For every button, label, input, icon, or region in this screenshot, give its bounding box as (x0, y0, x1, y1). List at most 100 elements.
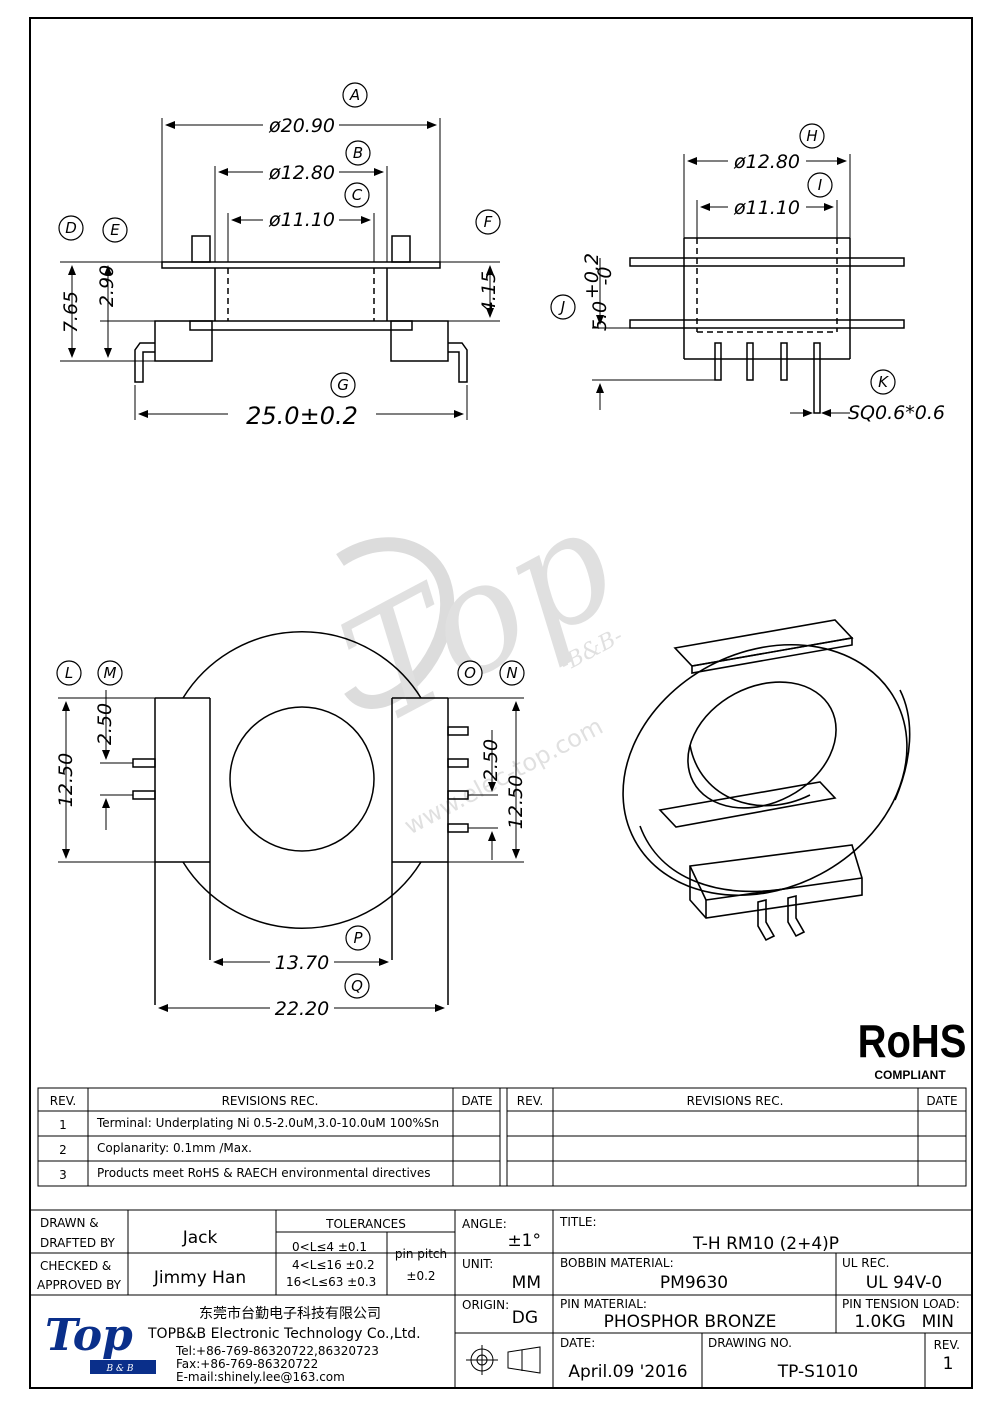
callouts (56, 82, 896, 999)
dim-g-value: 25.0±0.2 (246, 402, 358, 430)
date-header-left: DATE (461, 1094, 492, 1108)
drawing-border (29, 17, 973, 1389)
side-view-right (629, 237, 905, 414)
unit-value: MM (512, 1273, 541, 1293)
pin-material-label: PIN MATERIAL: (560, 1297, 647, 1311)
rev-row-1-num: 1 (59, 1118, 67, 1132)
angle-value: ±1° (507, 1231, 541, 1251)
isometric-view (622, 619, 911, 942)
company-email: E-mail:shinely.lee@163.com (176, 1370, 345, 1384)
drawing-no-value: TP-S1010 (777, 1362, 858, 1382)
callout-c: C (352, 186, 363, 204)
side-view-left (134, 235, 468, 383)
logo-text: Top (45, 1310, 133, 1361)
dim-l-value: 12.50 (55, 753, 77, 807)
rev-header-left: REV. (50, 1094, 76, 1108)
callout-i: I (818, 176, 823, 194)
dim-n-value: 12.50 (505, 775, 527, 829)
rev-row-1-text: Terminal: Underplating Ni 0.5-2.0uM,3.0-… (96, 1116, 439, 1130)
revisions-table (37, 1087, 967, 1187)
dim-e-value: 2.90 (96, 265, 118, 307)
drawn-by: Jack (182, 1228, 218, 1248)
approved-by: Jimmy Han (153, 1268, 246, 1288)
company-name-en: TOPB&B Electronic Technology Co.,Ltd. (147, 1326, 421, 1342)
part-title: T-H RM10 (2+4)P (692, 1234, 839, 1254)
drawn-label-1: DRAWN & (40, 1216, 99, 1230)
rec-header-right: REVISIONS REC. (687, 1094, 784, 1108)
callout-d: D (65, 219, 77, 237)
tol-range-3: 16<L≤63 ±0.3 (286, 1275, 376, 1289)
callout-o: O (464, 664, 476, 682)
bobbin-material-label: BOBBIN MATERIAL: (560, 1256, 674, 1270)
rev-row-3-num: 3 (59, 1168, 67, 1182)
pin-tension-value: 1.0KG (854, 1312, 905, 1332)
drawing-no-label: DRAWING NO. (708, 1336, 792, 1350)
callout-q: Q (351, 977, 363, 995)
tol-range-2: 4<L≤16 ±0.2 (292, 1258, 375, 1272)
angle-label: ANGLE: (462, 1217, 507, 1231)
dim-a-value: ø20.90 (268, 115, 335, 137)
dim-j-tol-upper: +0.2 (581, 253, 603, 299)
rohs-sub: COMPLIANT (874, 1068, 946, 1082)
callout-f: F (484, 213, 493, 231)
dim-m-value: 2.50 (94, 703, 116, 745)
rev-row-3-text: Products meet RoHS & RAECH environmental… (97, 1166, 431, 1180)
dim-j-tol-lower: -0 (594, 267, 616, 286)
callout-p: P (353, 929, 363, 947)
date-label: DATE: (560, 1336, 595, 1350)
pin-tension-label: PIN TENSION LOAD: (842, 1297, 960, 1311)
callout-a: A (349, 86, 360, 104)
dim-k-value: SQ0.6*0.6 (848, 402, 945, 424)
ul-rec-value: UL 94V-0 (866, 1273, 943, 1293)
callout-l: L (65, 664, 73, 682)
pin-material-value: PHOSPHOR BRONZE (604, 1312, 777, 1332)
callout-h: H (806, 127, 817, 145)
pin-pitch-value: ±0.2 (406, 1269, 435, 1283)
callout-b: B (353, 144, 363, 162)
origin-value: DG (512, 1308, 538, 1328)
callout-e: E (110, 221, 120, 239)
rev-header-right: REV. (517, 1094, 543, 1108)
callout-k: K (878, 373, 889, 391)
company-logo: Top B & B (44, 1300, 156, 1380)
company-tel: Tel:+86-769-86320722,86320723 (175, 1344, 379, 1358)
dim-j-value: 5.0 (589, 301, 611, 331)
checked-label-1: CHECKED & (40, 1259, 111, 1273)
logo-sub: B & B (106, 1364, 134, 1374)
pin-pitch-label: pin pitch (395, 1247, 447, 1261)
dim-o-value: 2.50 (480, 739, 502, 781)
rev-row-2-text: Coplanarity: 0.1mm /Max. (97, 1141, 252, 1155)
dim-q-value: 22.20 (275, 998, 329, 1020)
origin-label: ORIGIN: (462, 1298, 509, 1312)
tolerances-label: TOLERANCES (325, 1217, 406, 1231)
dim-h-value: ø12.80 (733, 151, 800, 173)
bobbin-material-value: PM9630 (660, 1273, 728, 1293)
callout-n: N (506, 664, 517, 682)
top-view (132, 631, 469, 1005)
callout-g: G (337, 376, 349, 394)
ul-rec-label: UL REC. (842, 1256, 889, 1270)
title-label: TITLE: (559, 1215, 597, 1229)
dim-i-value: ø11.10 (733, 197, 800, 219)
pin-tension-unit: MIN (922, 1312, 954, 1332)
unit-label: UNIT: (462, 1257, 493, 1271)
tol-range-1: 0<L≤4 ±0.1 (292, 1240, 367, 1254)
title-block (30, 1209, 972, 1388)
rev-value: 1 (943, 1354, 954, 1374)
company-name-cn: 东莞市台勤电子科技有限公司 (199, 1305, 381, 1322)
drawn-label-2: DRAFTED BY (40, 1236, 116, 1250)
watermark: Top -B&B- www.elec-top.com (317, 476, 641, 840)
company-fax: Fax:+86-769-86320722 (176, 1357, 318, 1371)
checked-label-2: APPROVED BY (37, 1278, 122, 1292)
rev-label: REV. (934, 1338, 960, 1352)
callout-m: M (104, 664, 117, 682)
dim-b-value: ø12.80 (268, 162, 335, 184)
dim-f-value: 4.15 (478, 271, 500, 313)
date-header-right: DATE (926, 1094, 957, 1108)
dim-p-value: 13.70 (275, 952, 329, 974)
callout-j: J (558, 298, 565, 316)
rohs-title: RoHS (858, 1016, 967, 1067)
date-value: April.09 '2016 (568, 1362, 687, 1382)
rev-row-2-num: 2 (59, 1143, 67, 1157)
